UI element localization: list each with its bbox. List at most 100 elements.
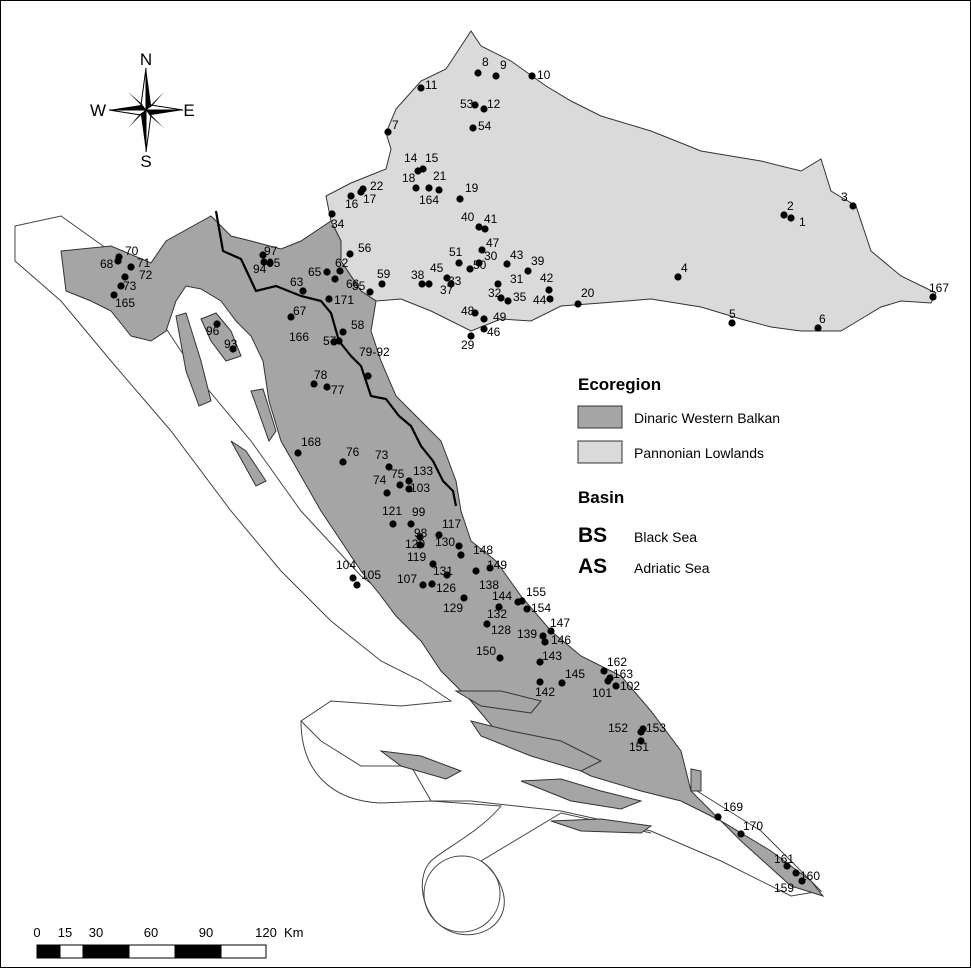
site-marker — [425, 184, 433, 192]
site-marker — [456, 195, 464, 203]
site-label: 67 — [293, 304, 307, 318]
site-label: 10 — [537, 68, 551, 82]
site-label: 120 — [405, 537, 425, 551]
site-label: 50 — [473, 258, 487, 272]
site-marker — [455, 259, 463, 267]
site-label: 49 — [493, 310, 507, 324]
site-label: 103 — [410, 481, 430, 495]
site-marker — [121, 273, 129, 281]
site-label: 35 — [513, 290, 527, 304]
site-marker — [347, 192, 355, 200]
site-label: 119 — [407, 550, 426, 564]
site-marker — [471, 101, 479, 109]
scale-unit-label: Km — [284, 925, 304, 940]
site-marker — [428, 580, 436, 588]
site-label: 29 — [461, 338, 475, 352]
territorial-sea-outline-south — [300, 720, 652, 936]
site-label: 143 — [542, 649, 562, 663]
site-marker — [418, 280, 426, 288]
site-marker — [213, 320, 221, 328]
site-marker — [416, 541, 424, 549]
site-label: 78 — [314, 368, 328, 382]
compass-rose — [108, 67, 184, 153]
site-label: 38 — [411, 268, 425, 282]
site-label: 53 — [460, 97, 474, 111]
site-marker — [419, 165, 427, 173]
site-marker — [536, 658, 544, 666]
site-marker — [469, 124, 477, 132]
site-marker — [497, 294, 505, 302]
site-label: 6 — [819, 312, 826, 326]
site-label: 165 — [115, 296, 135, 310]
site-marker — [259, 251, 267, 259]
island — [250, 388, 277, 443]
site-label: 150 — [476, 644, 496, 658]
site-label: 133 — [413, 464, 433, 478]
site-marker — [323, 268, 331, 276]
legend-basin-code-as: AS — [578, 555, 607, 578]
site-marker — [929, 293, 937, 301]
island-buffer-circle — [423, 855, 501, 933]
site-label: 66 — [346, 277, 360, 291]
site-label: 2 — [787, 199, 794, 213]
island — [379, 750, 463, 780]
site-label: 40 — [461, 210, 475, 224]
compass-east-label: E — [183, 101, 194, 120]
site-label: 162 — [607, 655, 627, 669]
site-label: 48 — [461, 304, 475, 318]
site-label: 77 — [331, 383, 345, 397]
site-label: 51 — [449, 245, 463, 259]
site-marker — [287, 313, 295, 321]
site-label: 138 — [479, 578, 499, 592]
site-marker — [115, 253, 123, 261]
site-label: 41 — [484, 212, 498, 226]
site-marker — [378, 280, 386, 288]
legend-basin-label-bs: Black Sea — [634, 529, 697, 545]
scale-segment — [174, 944, 222, 959]
site-label: 170 — [743, 819, 763, 833]
site-label: 94 — [253, 262, 267, 276]
site-label: 70 — [125, 244, 139, 258]
site-label: 149 — [487, 558, 507, 572]
site-label: 1 — [799, 215, 806, 229]
site-label: 45 — [430, 261, 444, 275]
site-label: 73 — [375, 448, 389, 462]
site-marker — [405, 477, 413, 485]
site-label: 98 — [414, 526, 428, 540]
site-marker — [366, 288, 374, 296]
site-label: 105 — [361, 568, 381, 582]
site-marker — [471, 309, 479, 317]
site-label: 21 — [433, 169, 447, 183]
site-label: 99 — [412, 505, 426, 519]
site-marker — [330, 338, 338, 346]
island — [469, 720, 603, 772]
site-marker — [528, 72, 536, 80]
site-marker — [447, 280, 455, 288]
site-label: 164 — [419, 193, 439, 207]
site-marker — [674, 273, 682, 281]
site-label: 58 — [351, 318, 365, 332]
site-marker — [359, 185, 367, 193]
site-marker — [606, 674, 614, 682]
site-marker — [612, 682, 620, 690]
site-label: 56 — [358, 241, 372, 255]
legend: Ecoregion Dinaric Western Balkan Pannoni… — [577, 375, 780, 578]
legend-swatch-pannonian — [577, 440, 623, 464]
site-marker — [417, 84, 425, 92]
site-marker — [412, 184, 420, 192]
site-marker — [407, 520, 415, 528]
site-label: 152 — [608, 721, 628, 735]
site-label: 126 — [436, 581, 456, 595]
site-marker — [383, 489, 391, 497]
site-marker — [780, 211, 788, 219]
site-marker — [486, 564, 494, 572]
site-label: 131 — [433, 564, 453, 578]
scale-tick-label: 90 — [199, 925, 213, 940]
site-label: 44 — [533, 293, 547, 307]
site-marker — [299, 287, 307, 295]
site-label: 62 — [335, 256, 349, 270]
legend-basin-label-as: Adriatic Sea — [634, 560, 710, 576]
site-marker — [389, 520, 397, 528]
